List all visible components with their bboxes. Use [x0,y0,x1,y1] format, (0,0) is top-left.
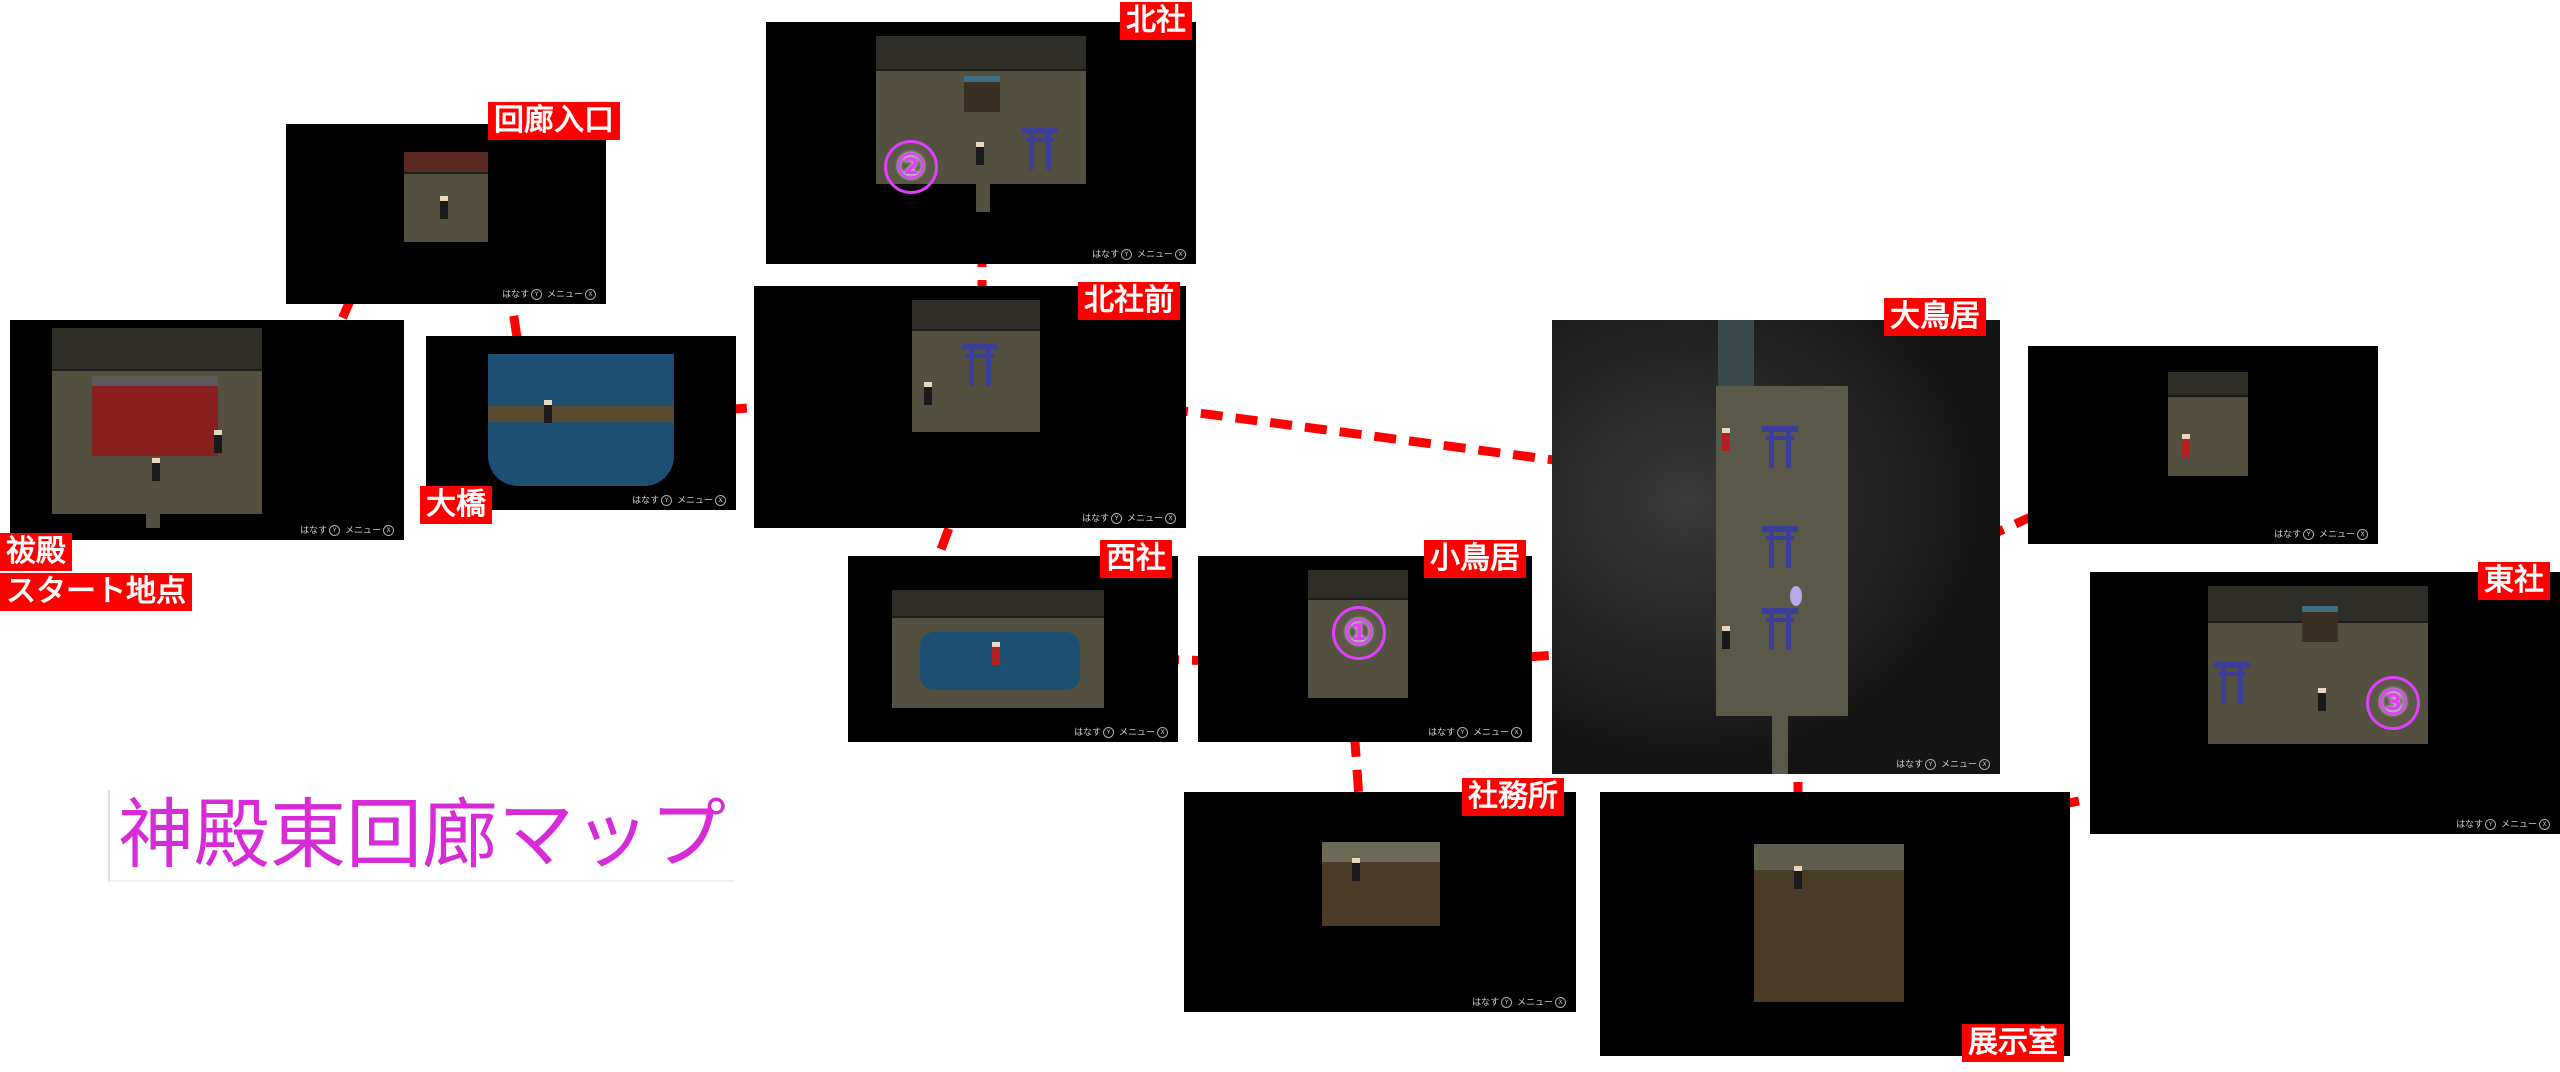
label-kitayashiro-mae: 北社前 [1078,282,1180,320]
label-tenjishitsu: 展示室 [1962,1024,2064,1062]
label-kitayashiro: 北社 [1120,2,1192,40]
marker-two: ② [884,140,938,194]
label-haraiden-1: 祓殿 [0,533,72,571]
map-title: 神殿東回廊マップ [108,790,734,882]
label-oohashi: 大橋 [420,486,492,524]
label-higashiyashiro: 東社 [2478,562,2550,600]
label-kairou-iriguchi: 回廊入口 [488,102,620,140]
marker-three: ③ [2366,676,2420,730]
marker-one: ① [1332,606,1386,660]
label-nishiyashiro: 西社 [1100,540,1172,578]
label-ootorii: 大鳥居 [1884,298,1986,336]
label-kotorii: 小鳥居 [1424,540,1526,578]
label-shamusho: 社務所 [1462,778,1564,816]
label-haraiden-2: スタート地点 [0,573,192,611]
